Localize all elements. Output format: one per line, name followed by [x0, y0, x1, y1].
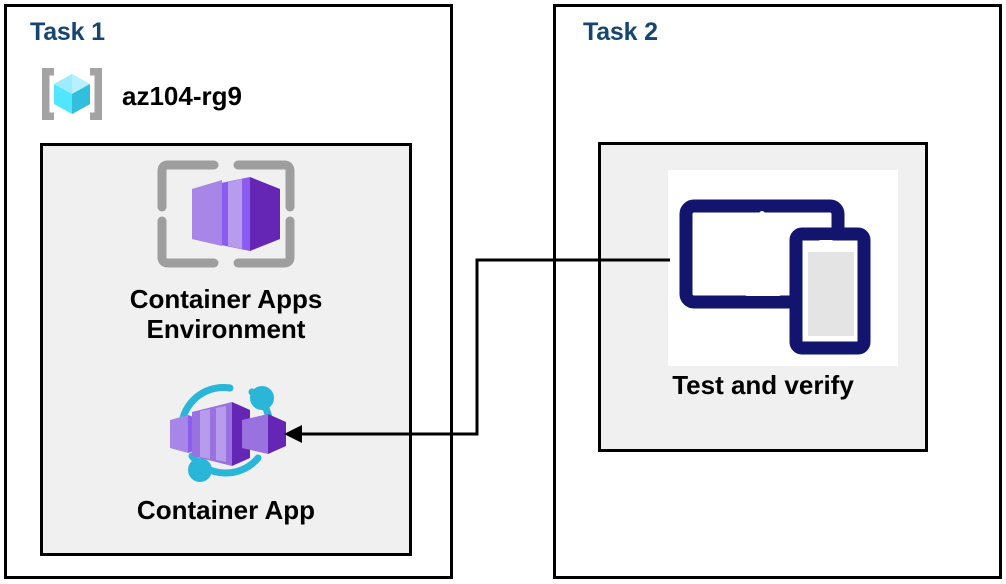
container-apps-environment-node: Container Apps Environment	[40, 155, 412, 344]
container-app-node: Container App	[40, 378, 412, 525]
container-app-label: Container App	[136, 495, 316, 525]
azure-resource-group-icon	[36, 64, 108, 129]
container-app-icon	[158, 378, 294, 487]
task-1-heading: Task 1	[30, 18, 105, 46]
task-2-heading: Task 2	[583, 18, 658, 46]
test-and-verify-label: Test and verify	[672, 370, 854, 400]
resource-group-row: az104-rg9	[36, 64, 242, 129]
container-apps-environment-label: Container Apps Environment	[129, 284, 323, 345]
devices-tablet-phone-icon	[668, 199, 898, 370]
devices-icon-box	[668, 170, 898, 366]
container-apps-environment-icon	[150, 155, 302, 278]
resource-group-name: az104-rg9	[122, 81, 242, 111]
